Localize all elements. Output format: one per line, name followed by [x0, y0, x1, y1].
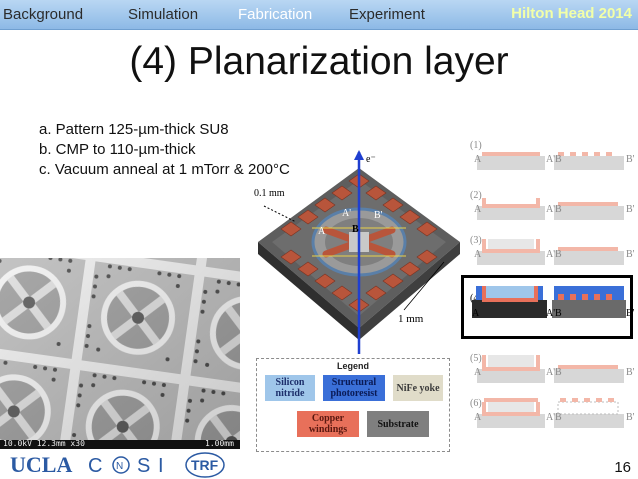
conference-label: Hilton Head 2014 — [511, 5, 632, 22]
legend-silicon-nitride: Silicon nitride — [265, 375, 315, 401]
step-a: a. Pattern 125-µm-thick SU8 — [39, 121, 229, 138]
svg-text:A: A — [472, 308, 480, 319]
svg-text:A: A — [474, 412, 482, 423]
institution-logos: UCLA C N S I TRF — [10, 452, 225, 478]
ucla-logo: UCLA — [10, 452, 72, 477]
step-c: c. Vacuum anneal at 1 mTorr & 200°C — [39, 161, 290, 178]
process-step-5: (5) A A'B B' — [470, 353, 635, 383]
svg-text:(2): (2) — [470, 190, 482, 201]
process-step-6: (6) A A'B B' — [470, 398, 635, 428]
svg-text:(1): (1) — [470, 140, 482, 151]
svg-text:(5): (5) — [470, 353, 482, 364]
trf-logo: TRF — [191, 457, 219, 473]
beam-label: e⁻ — [366, 154, 376, 165]
scale-small-label: 0.1 mm — [254, 188, 285, 199]
legend-title: Legend — [336, 361, 369, 371]
svg-text:A: A — [474, 367, 482, 378]
svg-text:(3): (3) — [470, 235, 482, 246]
svg-text:A: A — [474, 249, 482, 260]
legend-nife-yoke: NiFe yoke — [393, 375, 443, 401]
svg-text:A: A — [474, 204, 482, 215]
step-b: b. CMP to 110-µm-thick — [39, 141, 196, 158]
sem-scale-text: 1.00mm — [205, 439, 234, 448]
cnsi-logo-s: S — [137, 455, 150, 477]
svg-text:A'B: A'B — [546, 154, 562, 165]
svg-text:A'B: A'B — [546, 367, 562, 378]
nav-tab-fabrication[interactable]: Fabrication — [238, 6, 313, 23]
process-step-1: (1) A A'B B' — [470, 140, 635, 170]
label-a-prime: A' — [342, 208, 351, 219]
nav-tab-background[interactable]: Background — [3, 6, 84, 23]
svg-text:B': B' — [626, 249, 635, 260]
process-step-2: (2) A A'B B' — [470, 190, 635, 220]
label-a: A — [318, 226, 326, 237]
device-3d-diagram: e⁻ 0.1 mm A A' B B' 1 mm — [254, 150, 460, 354]
svg-text:A'B: A'B — [546, 308, 562, 319]
legend-copper-windings: Copper windings — [297, 411, 359, 437]
legend-box: Legend Silicon nitride Structural photor… — [256, 358, 450, 452]
scale-large-label: 1 mm — [398, 313, 424, 325]
nav-tab-experiment[interactable]: Experiment — [349, 6, 425, 23]
cnsi-logo-c: C — [88, 455, 102, 477]
svg-text:B': B' — [626, 412, 635, 423]
process-step-4: (4) A A'B B' — [470, 286, 635, 319]
nav-tab-simulation[interactable]: Simulation — [128, 6, 199, 23]
slide-number: 16 — [614, 459, 631, 476]
page-title: (4) Planarization layer — [129, 40, 509, 83]
svg-text:A'B: A'B — [546, 204, 562, 215]
svg-text:B': B' — [626, 204, 635, 215]
svg-text:B': B' — [626, 367, 635, 378]
svg-text:(6): (6) — [470, 398, 482, 409]
process-step-list: a. Pattern 125-µm-thick SU8 b. CMP to 11… — [39, 120, 290, 180]
top-navigation-bar: Background Simulation Fabrication Experi… — [0, 0, 638, 30]
svg-text:A'B: A'B — [546, 412, 562, 423]
process-cross-section-steps: (1) A A'B B' (2) A A'B B' (3) — [470, 140, 635, 428]
label-b-prime: B' — [374, 210, 383, 221]
svg-text:A'B: A'B — [546, 249, 562, 260]
legend-structural-photoresist: Structural photoresist — [323, 375, 385, 401]
svg-text:B': B' — [626, 154, 635, 165]
sem-info-text: 10.0kV 12.3mm x30 — [3, 439, 85, 448]
legend-substrate: Substrate — [367, 411, 429, 437]
sem-info-bar: 10.0kV 12.3mm x30 1.00mm — [0, 439, 240, 449]
svg-text:A: A — [474, 154, 482, 165]
process-step-3: (3) A A'B B' — [470, 235, 635, 265]
highlighted-step-frame — [461, 275, 633, 339]
sem-micrograph-image — [0, 258, 240, 448]
cnsi-logo-i: I — [158, 455, 164, 477]
label-b: B — [352, 224, 359, 235]
svg-text:(4): (4) — [470, 293, 482, 304]
cnsi-logo-n: N — [116, 461, 123, 472]
